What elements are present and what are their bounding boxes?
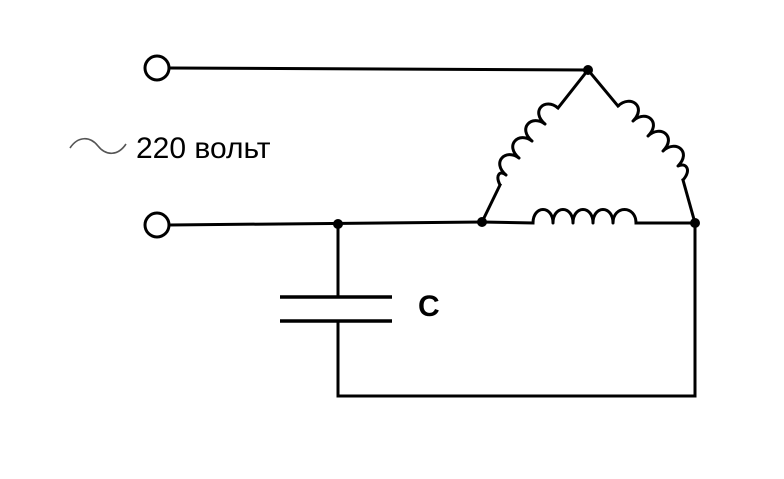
node-apex	[583, 65, 593, 75]
winding-right	[585, 67, 697, 225]
bottom-supply-wire	[168, 220, 484, 227]
winding-left-coil	[496, 102, 559, 186]
terminal-top	[143, 54, 171, 82]
ac-tilde-icon	[69, 137, 127, 155]
node-bottom-left	[477, 217, 487, 227]
winding-right-coil	[616, 99, 689, 182]
winding-left	[479, 67, 591, 225]
terminal-bottom	[143, 211, 171, 239]
node-bottom-right	[690, 218, 700, 228]
winding-bottom-coil	[531, 208, 638, 225]
triangle-bottom-wire-left	[480, 220, 535, 225]
capacitor-label: С	[418, 290, 440, 323]
top-supply-wire	[168, 66, 590, 72]
node-capacitor	[333, 219, 343, 229]
voltage-label: 220 вольт	[136, 132, 271, 165]
